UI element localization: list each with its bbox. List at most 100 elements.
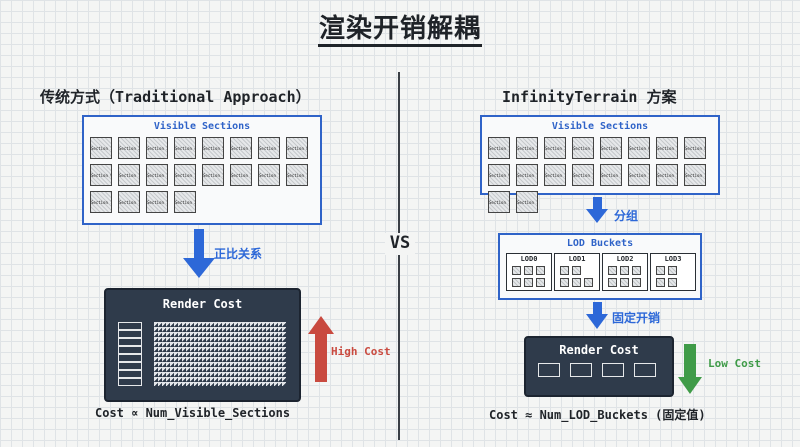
- right-arrow1-down-icon: [586, 209, 608, 223]
- section-tile: Section 2: [516, 137, 538, 159]
- lod-bucket-section: [536, 266, 545, 275]
- lod-bucket-label: LOD2: [616, 255, 634, 263]
- section-tile: Section 11: [146, 164, 168, 186]
- section-tile: Section 12: [174, 164, 196, 186]
- low-cost-arrow-down-icon: [678, 344, 702, 394]
- lod-bucket-section: [620, 278, 629, 287]
- section-tile: Section 20: [174, 191, 196, 213]
- section-tile: Section 4: [174, 137, 196, 159]
- lod-bucket: LOD1: [554, 253, 600, 291]
- section-tile: Section 11: [544, 164, 566, 186]
- lod-bucket-section: [632, 278, 641, 287]
- section-tile: Section 16: [684, 164, 706, 186]
- stack-row: [118, 370, 142, 378]
- lod-bucket: LOD0: [506, 253, 552, 291]
- left-section-grid: Section 1 Section 2 Section 3 Section 4 Sect…: [90, 137, 314, 219]
- left-heading: 传统方式（Traditional Approach）: [40, 88, 311, 106]
- section-tile: Section 9: [488, 164, 510, 186]
- section-tile: Section 7: [258, 137, 280, 159]
- high-cost-arrow-up-icon: [308, 316, 334, 382]
- section-tile: Section 15: [258, 164, 280, 186]
- lod-bucket-row: LOD0 LOD1 LOD2 LOD3: [506, 253, 696, 293]
- right-arrow1-label: 分组: [614, 209, 639, 223]
- lod-bucket-section: [572, 278, 581, 287]
- right-arrow2-label: 固定开销: [612, 311, 661, 325]
- section-tile: Section 17: [90, 191, 112, 213]
- lod-bucket-section: [524, 278, 533, 287]
- lod-bucket-section: [512, 278, 521, 287]
- section-tile: Section 16: [286, 164, 308, 186]
- lod-bucket: LOD2: [602, 253, 648, 291]
- right-render-cost-title: Render Cost: [559, 343, 639, 357]
- lod-bucket-section: [584, 278, 593, 287]
- left-arrow-label: 正比关系: [214, 247, 263, 261]
- low-cost-label: Low Cost: [708, 357, 761, 370]
- section-tile: Section 8: [286, 137, 308, 159]
- section-tile: Section 14: [628, 164, 650, 186]
- lod-bucket-section: [512, 266, 521, 275]
- right-arrow2-down-icon: [586, 314, 608, 329]
- section-tile: Section 13: [202, 164, 224, 186]
- section-tile: Section 8: [684, 137, 706, 159]
- stack-row: [118, 362, 142, 370]
- section-tile: Section 18: [118, 191, 140, 213]
- left-many-draws-pattern: [154, 322, 286, 386]
- lod-bucket-section: [668, 278, 677, 287]
- right-heading: InfinityTerrain 方案: [502, 88, 677, 106]
- section-tile: Section 17: [488, 191, 510, 213]
- section-tile: Section 5: [600, 137, 622, 159]
- lod-bucket-section: [572, 266, 581, 275]
- section-tile: Section 13: [600, 164, 622, 186]
- right-arrow2-shaft: [593, 302, 602, 316]
- right-panel-label: Visible Sections: [551, 121, 649, 132]
- lod-bucket-label: LOD0: [520, 255, 538, 263]
- lod-bucket-section: [560, 278, 569, 287]
- lod-bucket-section: [668, 266, 677, 275]
- section-tile: Section 2: [118, 137, 140, 159]
- stack-row: [118, 330, 142, 338]
- stack-row: [118, 338, 142, 346]
- render-batch: [634, 363, 656, 377]
- left-formula: Cost ∝ Num_Visible_Sections: [95, 406, 291, 420]
- stack-row: [118, 322, 142, 330]
- lod-bucket-section: [656, 278, 665, 287]
- center-divider: [398, 72, 400, 440]
- left-arrow-down-icon: [183, 258, 215, 278]
- left-draw-call-stack: [118, 322, 142, 386]
- right-formula: Cost ≈ Num_LOD_Buckets (固定值): [489, 408, 706, 422]
- stack-row: [118, 354, 142, 362]
- lod-bucket: LOD3: [650, 253, 696, 291]
- section-tile: Section 1: [90, 137, 112, 159]
- lod-bucket-section: [632, 266, 641, 275]
- section-tile: Section 9: [90, 164, 112, 186]
- section-tile: Section 6: [230, 137, 252, 159]
- stack-row: [118, 346, 142, 354]
- section-tile: Section 7: [656, 137, 678, 159]
- section-tile: Section 10: [118, 164, 140, 186]
- stack-row: [118, 378, 142, 386]
- section-tile: Section 12: [572, 164, 594, 186]
- render-batch: [538, 363, 560, 377]
- lod-bucket-section: [524, 266, 533, 275]
- vs-label: VS: [385, 233, 415, 255]
- left-render-cost-title: Render Cost: [162, 297, 243, 311]
- lod-bucket-section: [608, 266, 617, 275]
- section-tile: Section 19: [146, 191, 168, 213]
- section-tile: Section 15: [656, 164, 678, 186]
- section-tile: Section 18: [516, 191, 538, 213]
- section-tile: Section 5: [202, 137, 224, 159]
- lod-bucket-section: [536, 278, 545, 287]
- section-tile: Section 10: [516, 164, 538, 186]
- left-panel-label: Visible Sections: [153, 121, 251, 132]
- left-arrow-shaft: [194, 229, 204, 261]
- lod-bucket-section: [620, 266, 629, 275]
- render-batch: [570, 363, 592, 377]
- render-batch: [602, 363, 624, 377]
- lod-bucket-label: LOD3: [664, 255, 682, 263]
- section-tile: Section 4: [572, 137, 594, 159]
- section-tile: Section 3: [146, 137, 168, 159]
